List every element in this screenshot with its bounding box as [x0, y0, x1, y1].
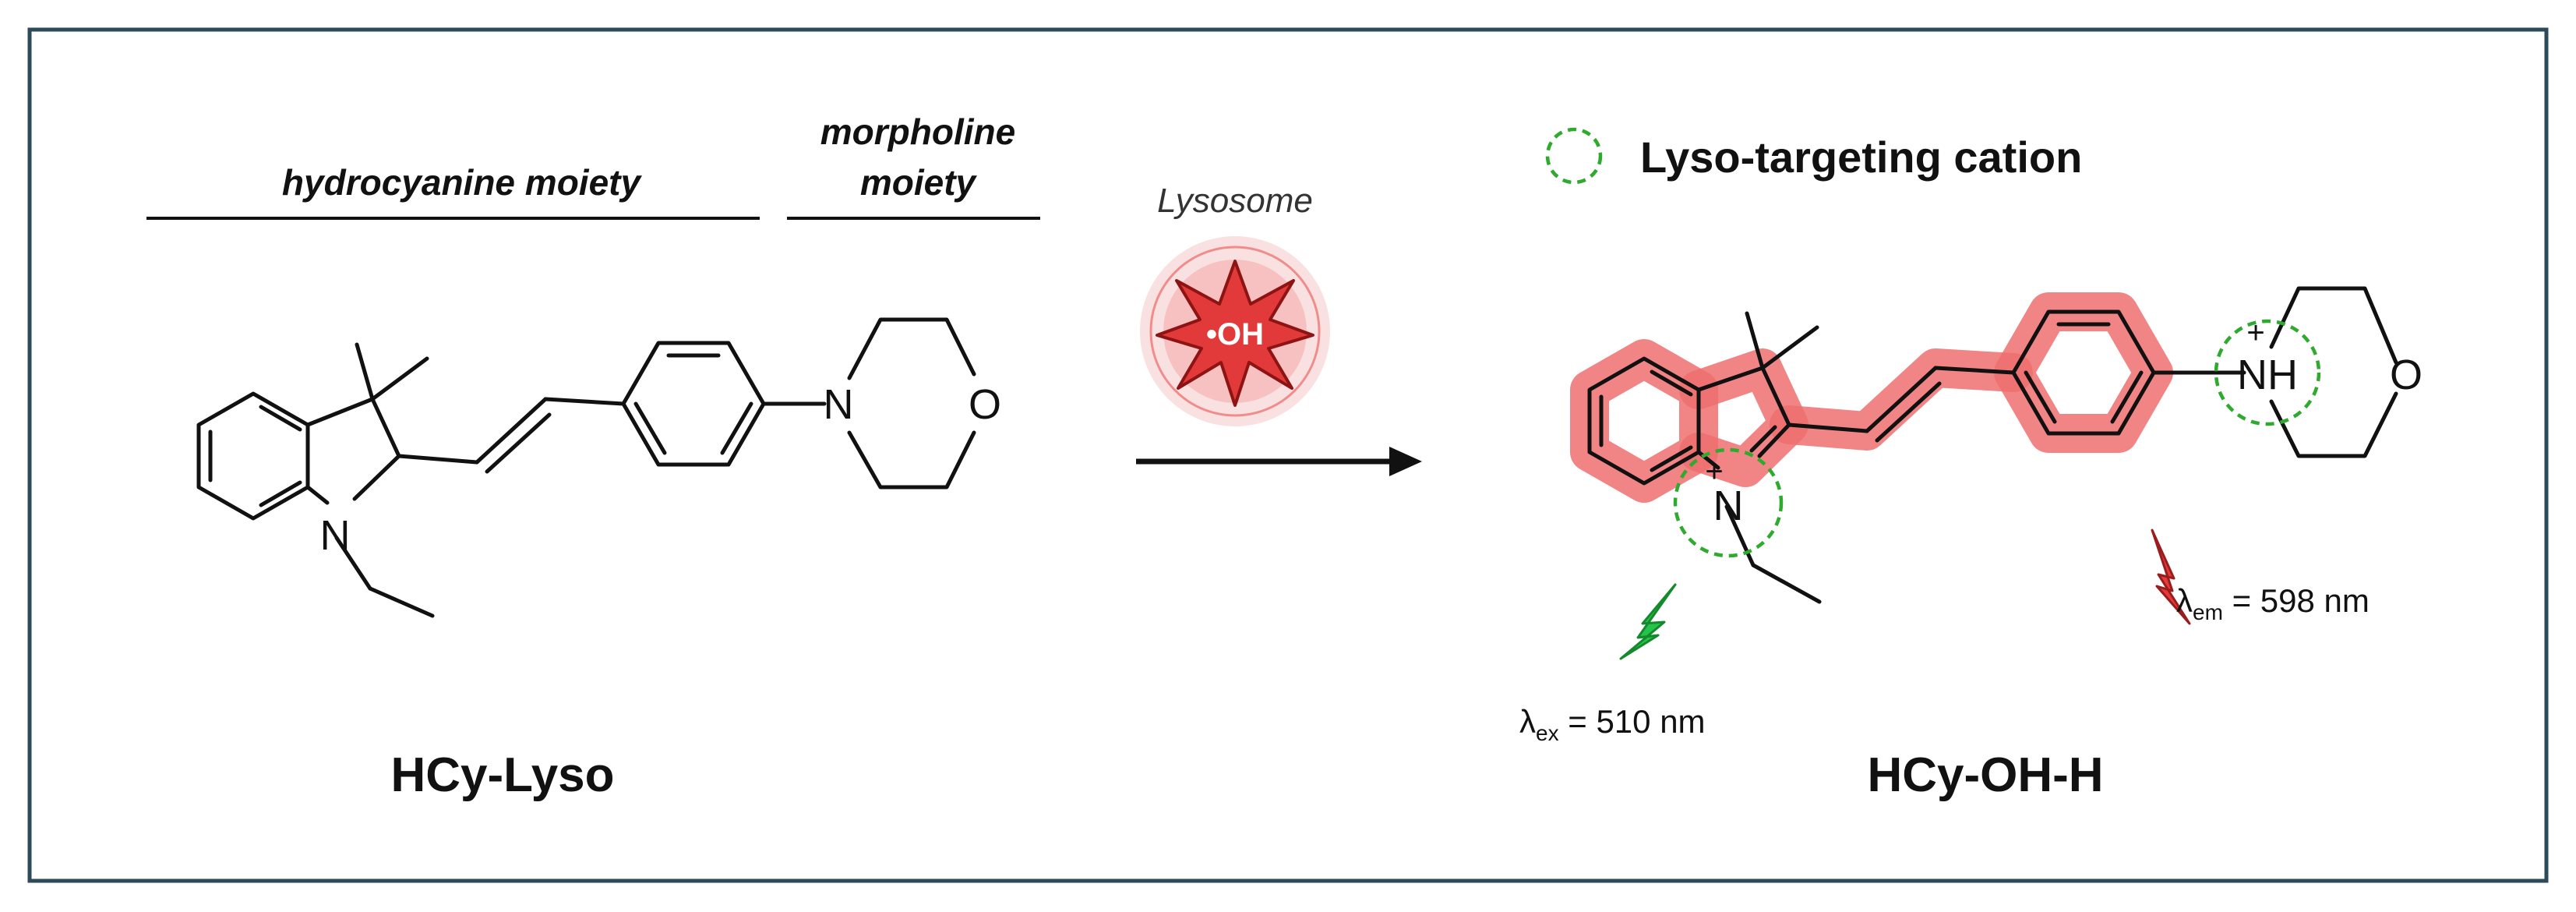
reactant-name: HCy-Lyso	[390, 748, 614, 802]
indolium-cation-circle-icon	[1673, 447, 1784, 558]
product-morpholinium-nh: NH	[2237, 352, 2298, 398]
burst-icon	[1156, 260, 1314, 407]
morpholinium-cation-circle-icon	[2214, 319, 2321, 426]
phenyl-ring	[621, 341, 766, 467]
condition-label: Lysosome	[1157, 182, 1313, 220]
emission-wavelength: λem = 598 nm	[2176, 582, 2370, 624]
legend-dashed-circle-icon	[1545, 127, 1603, 185]
product-morpholine-oxygen: O	[2390, 352, 2422, 398]
product-indolium-nitrogen: N	[1713, 483, 1744, 529]
legend-label: Lyso-targeting cation	[1640, 133, 2082, 182]
indolium-plus-charge: +	[1705, 454, 1723, 489]
morpholine-moiety-label-line1: morpholine	[820, 111, 1015, 152]
morpholine-moiety-label-line2: moiety	[860, 162, 978, 203]
product-structure	[1587, 286, 2398, 604]
product-name: HCy-OH-H	[1867, 748, 2103, 802]
excitation-wavelength: λex = 510 nm	[1519, 703, 1706, 745]
green-lightning-icon	[1619, 583, 1677, 660]
reactant-indoline-nitrogen: N	[320, 512, 351, 559]
reactant-morpholine-oxygen: O	[969, 381, 1001, 428]
reactant-structure	[196, 317, 976, 618]
hydroxyl-radical-badge: •OH	[1140, 236, 1330, 426]
hydrocyanine-moiety-label: hydrocyanine moiety	[282, 162, 643, 203]
figure-frame	[27, 27, 2549, 883]
reaction-arrow-head-icon	[1389, 447, 1422, 476]
radical-label: •OH	[1206, 317, 1264, 352]
reactant-morpholine-nitrogen: N	[824, 381, 854, 428]
benzene-ring	[196, 391, 310, 521]
red-lightning-icon	[2151, 528, 2191, 625]
